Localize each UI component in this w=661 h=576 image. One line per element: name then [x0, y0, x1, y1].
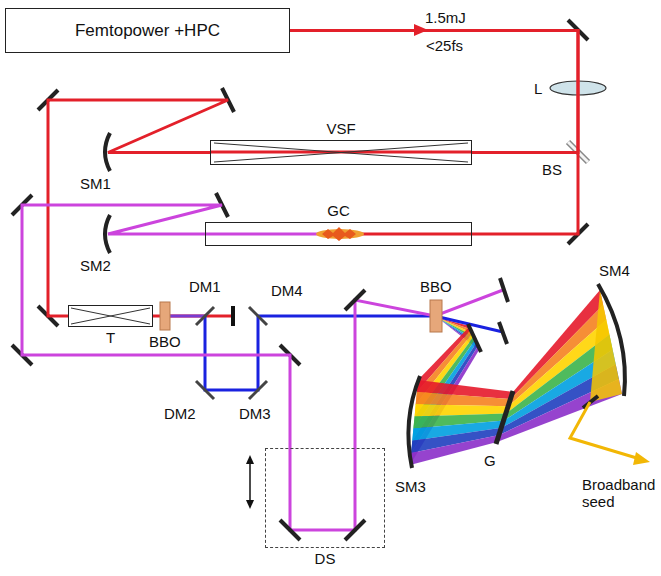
mirror [468, 324, 481, 352]
node-label: DS [266, 550, 384, 567]
part-label: SM4 [599, 262, 630, 279]
node-label: Femtopower +HPC [75, 21, 220, 41]
part-label: BBO [420, 278, 452, 295]
part-label: DM2 [164, 405, 196, 422]
grating [496, 391, 513, 444]
beam-block [231, 306, 235, 326]
fiber-box: VSF [210, 140, 472, 165]
spherical-mirrors [105, 133, 625, 468]
beam-path [48, 100, 228, 316]
part-label: DM4 [271, 282, 303, 299]
node-label: GC [206, 202, 471, 219]
spectral-fan [410, 290, 622, 465]
node-label: VSF [211, 120, 471, 137]
seed-arrowhead [633, 452, 650, 465]
beam-in-cell [360, 233, 472, 236]
fiber-taper [214, 143, 468, 162]
compensator-mark [71, 308, 150, 324]
beam-in-cell [205, 233, 320, 236]
mirror [583, 396, 598, 408]
mirror [500, 278, 508, 302]
beam-path [22, 205, 290, 448]
filament-spark [322, 227, 356, 241]
spectral-stripe [416, 392, 511, 406]
part-label: BS [542, 161, 562, 178]
part-label: G [484, 452, 496, 469]
spherical-mirror [598, 284, 625, 396]
part-label: 1.5mJ [425, 9, 466, 26]
part-label: L [534, 80, 542, 97]
part-label: DM3 [239, 405, 271, 422]
delay-stage-box: DS [265, 448, 385, 548]
bbo-crystal [160, 302, 170, 330]
dichroic-mirror [249, 307, 267, 325]
magenta-beam [290, 290, 503, 530]
laser-beam [48, 100, 228, 316]
gas-cell-box: GC [205, 222, 472, 246]
node-label: T [69, 329, 152, 346]
compensator-box: T [68, 305, 153, 327]
translation-arrowhead [246, 455, 254, 464]
part-label: SM2 [80, 257, 111, 274]
part-label: BBO [149, 333, 181, 350]
part-label: <25fs [426, 37, 463, 54]
translation-arrow [249, 462, 251, 502]
translation-arrowhead [246, 500, 254, 509]
mirror [345, 520, 365, 540]
dichroic-mirror [249, 381, 267, 399]
laser-beam [22, 205, 290, 448]
mirror [345, 290, 365, 310]
spherical-mirror [408, 376, 420, 468]
mixed-beam [170, 315, 205, 318]
part-label: Broadband seed [582, 476, 654, 510]
bbo-crystal [430, 300, 442, 332]
part-label: DM1 [189, 278, 221, 295]
compensator-mark [71, 308, 150, 324]
mirror [499, 322, 507, 344]
part-label: SM3 [395, 478, 426, 495]
focusing-seed [590, 290, 622, 402]
seed-beam [570, 402, 640, 459]
fiber-taper [214, 143, 468, 162]
part-label: SM1 [80, 175, 111, 192]
dichroic-mirror [196, 381, 214, 399]
laser-source-box: Femtopower +HPC [5, 8, 290, 53]
mirror [280, 520, 300, 540]
dichroic-mirror [196, 307, 214, 325]
mirrors [12, 20, 598, 540]
dichroic-mirrors [196, 307, 267, 399]
